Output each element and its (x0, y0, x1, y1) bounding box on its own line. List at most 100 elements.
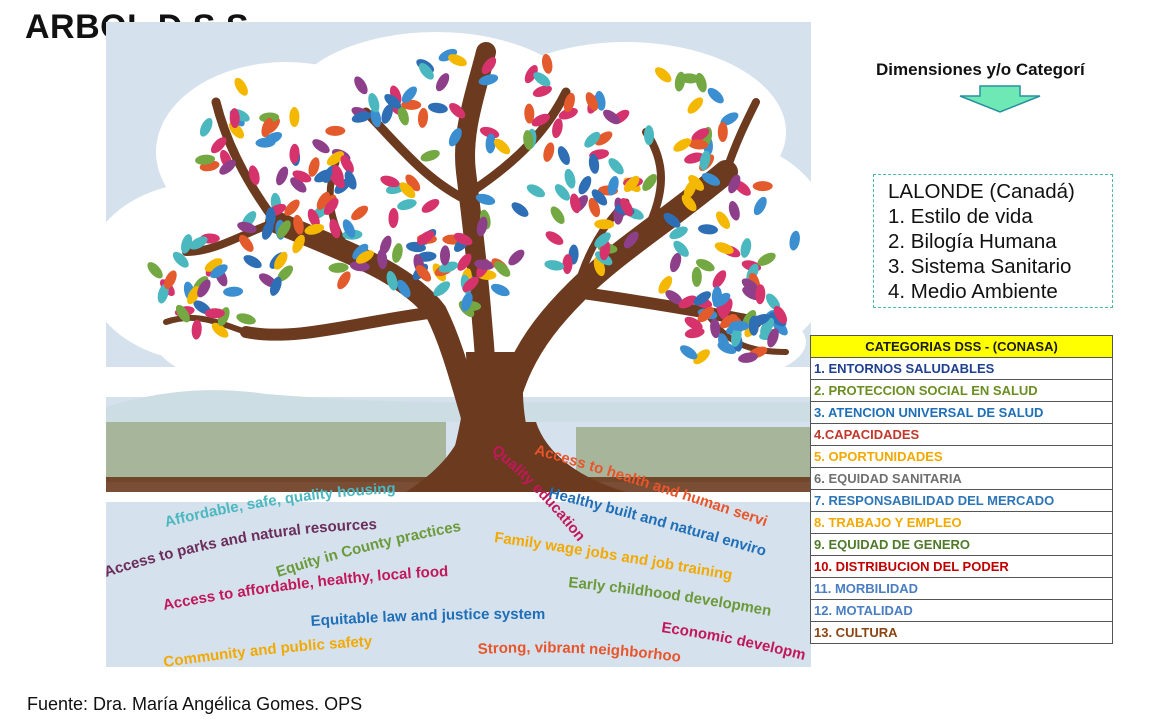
category-cell: 2. PROTECCION SOCIAL EN SALUD (810, 379, 1113, 402)
leaf (219, 159, 236, 175)
leaf (557, 146, 570, 166)
leaf (673, 138, 692, 152)
categories-table: CATEGORIAS DSS - (CONASA) 1. ENTORNOS SA… (810, 335, 1113, 644)
leaf (325, 125, 346, 136)
table-row: 6. EQUIDAD SANITARIA (810, 467, 1113, 490)
leaf (397, 106, 409, 126)
leaf (494, 261, 511, 277)
leaf (197, 279, 211, 298)
leaf (265, 207, 276, 228)
leaf (351, 111, 372, 123)
leaf (711, 286, 722, 307)
leaf (669, 226, 688, 240)
leaf (377, 249, 388, 270)
leaf (312, 139, 330, 154)
leaf (680, 345, 698, 360)
leaf (603, 109, 621, 125)
leaf (523, 130, 534, 151)
down-arrow-icon (959, 85, 1041, 113)
leaf (433, 281, 451, 297)
leaf (490, 283, 510, 297)
leaf (392, 243, 403, 263)
leaf (658, 276, 673, 294)
category-cell: 3. ATENCION UNIVERSAL DE SALUD (810, 401, 1113, 424)
leaf (337, 271, 351, 290)
leaf (344, 170, 357, 190)
leaf (681, 194, 697, 212)
leaf (684, 316, 703, 331)
leaf (381, 104, 393, 124)
leaf (481, 57, 497, 75)
leaf (524, 65, 538, 84)
leaf (448, 128, 462, 147)
leaf (147, 262, 163, 279)
leaf (368, 92, 380, 113)
lalonde-list: 1. Estilo de vida 2. Bilogía Humana 3. S… (888, 204, 1112, 304)
leaf (532, 85, 552, 98)
leaf (277, 265, 294, 282)
leaf (526, 184, 546, 198)
leaf (439, 245, 451, 266)
leaf (588, 197, 601, 218)
leaf (340, 155, 354, 174)
leaf (691, 128, 710, 142)
leaf (259, 112, 280, 123)
leaf (695, 259, 715, 272)
leaf (757, 252, 776, 266)
category-cell: 11. MORBILIDAD (810, 577, 1113, 600)
leaf (716, 211, 730, 229)
leaf (420, 149, 440, 162)
leaf (578, 176, 592, 195)
leaf (678, 295, 697, 309)
leaf (511, 202, 529, 217)
leaf (448, 54, 467, 67)
leaf (164, 270, 177, 289)
leaf (229, 108, 240, 129)
table-header-row: CATEGORIAS DSS - (CONASA) (810, 335, 1113, 358)
table-row: 9. EQUIDAD DE GENERO (810, 533, 1113, 556)
leaf (569, 193, 581, 214)
leaf (328, 262, 349, 273)
leaf (187, 286, 201, 305)
leaf (485, 133, 496, 154)
leaf (585, 92, 599, 111)
ground-left (106, 422, 446, 482)
leaf (691, 266, 702, 287)
leaf (354, 76, 368, 95)
table-row: 10. DISTRIBUCION DEL PODER (810, 555, 1113, 578)
leaf (698, 224, 718, 235)
leaf (476, 216, 488, 237)
leaf (427, 102, 448, 114)
category-cell: 7. RESPONSABILIDAD DEL MERCADO (810, 489, 1113, 512)
leaf (478, 74, 499, 86)
leaf (397, 199, 417, 211)
leaf (352, 243, 369, 260)
leaf (707, 87, 724, 104)
leaf (755, 284, 766, 305)
category-cell: 13. CULTURA (810, 621, 1113, 644)
leaf (623, 175, 640, 192)
lalonde-box: LALONDE (Canadá) 1. Estilo de vida 2. Bi… (873, 174, 1113, 308)
leaf (397, 279, 411, 298)
leaf (753, 196, 767, 216)
leaf (760, 317, 775, 336)
leaf (541, 54, 553, 74)
leaf (223, 286, 244, 297)
category-cell: 1. ENTORNOS SALUDABLES (810, 357, 1113, 380)
leaf (308, 157, 320, 177)
leaf (195, 154, 216, 165)
leaf (417, 107, 429, 128)
leaf (665, 290, 683, 305)
leaf-cluster (147, 48, 800, 365)
category-cell: 12. MOTALIDAD (810, 599, 1113, 622)
leaf (720, 112, 739, 126)
leaf (314, 169, 333, 183)
leaf (584, 131, 601, 148)
leaf (415, 265, 432, 282)
leaf (697, 306, 714, 323)
leaf (728, 201, 740, 221)
leaf (620, 198, 634, 217)
table-row: 8. TRABAJO Y EMPLEO (810, 511, 1113, 534)
leaf (714, 242, 734, 255)
leaf (274, 251, 288, 270)
